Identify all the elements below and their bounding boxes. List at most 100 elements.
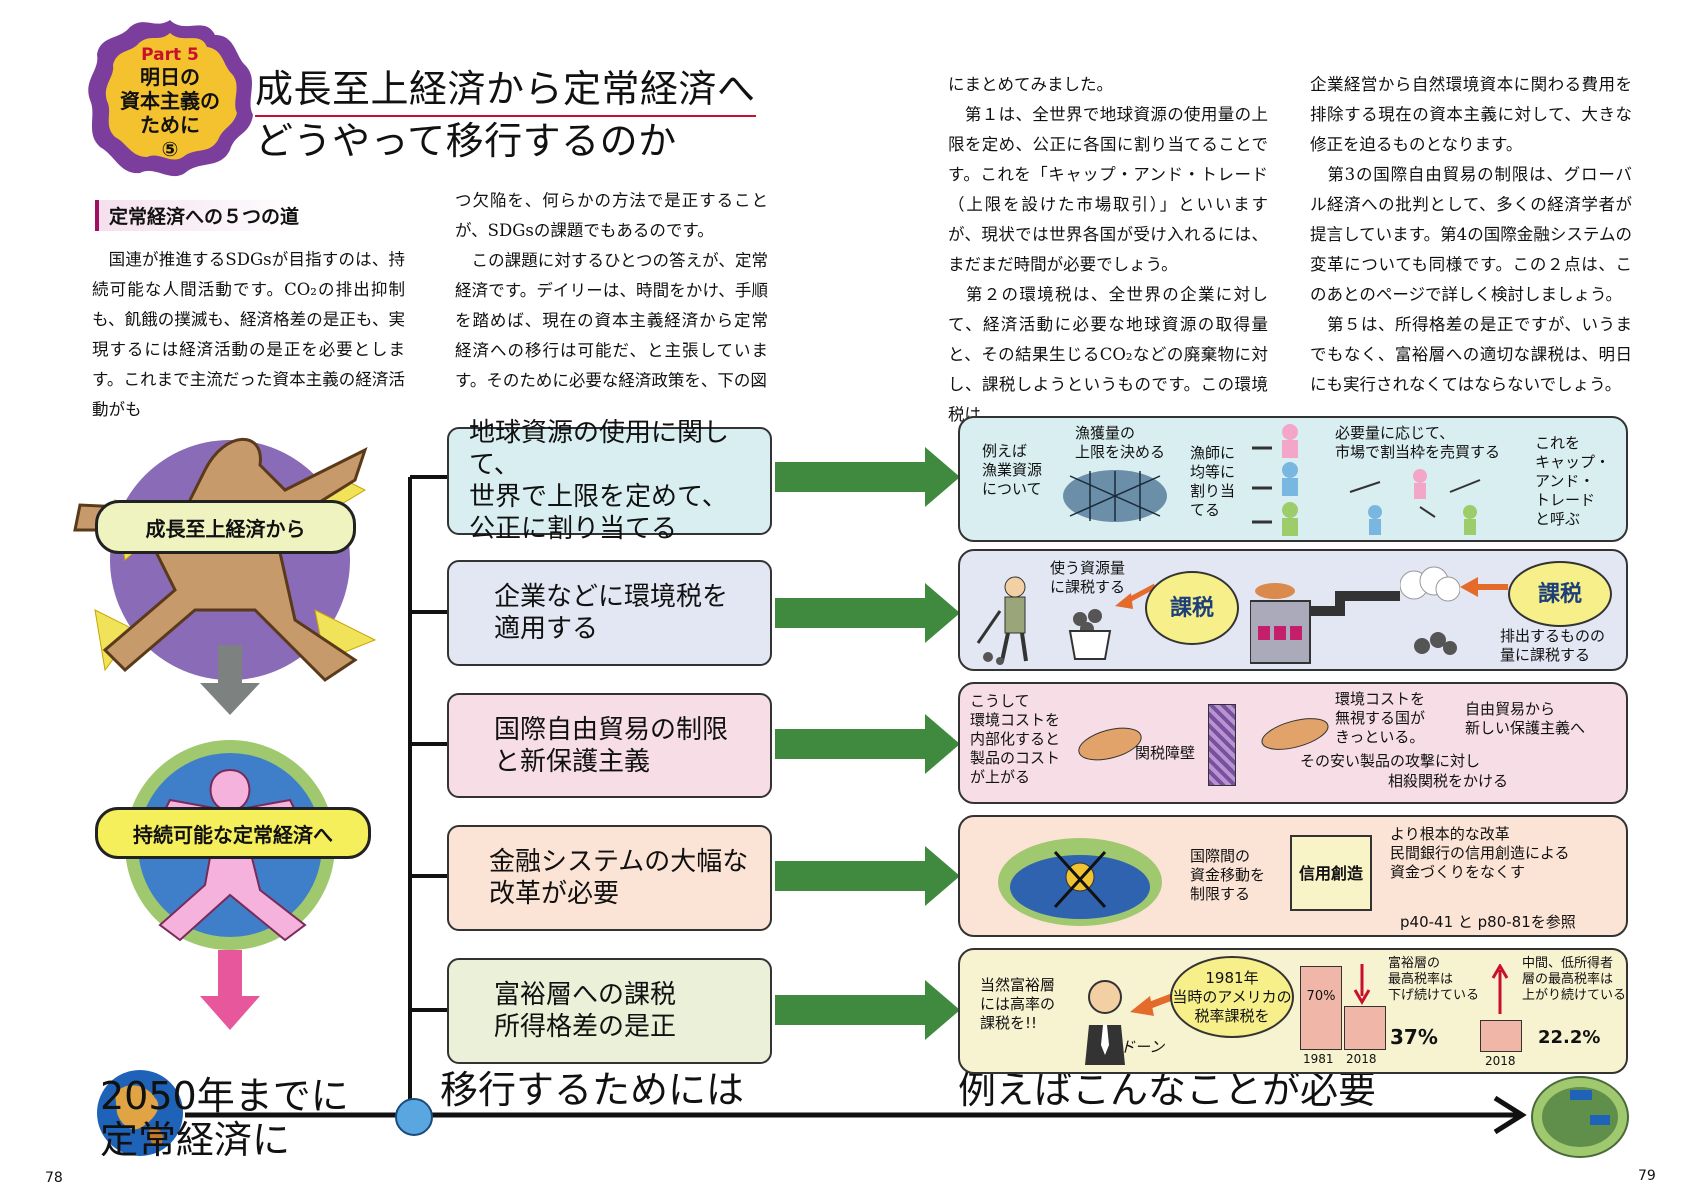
- measure-text-2: 企業などに環境税を 適用する: [494, 582, 729, 644]
- pct-2018: 37%: [1390, 1025, 1438, 1049]
- year-2018-a: 2018: [1346, 1052, 1377, 1066]
- title-line2: どうやって移行するのか: [255, 119, 677, 163]
- part-badge: Part 5 明日の 資本主義の ために ⑤: [85, 15, 255, 180]
- text-column-3: にまとめてみました。 第１は、全世界で地球資源の使用量の上限を定め、公正に各国に…: [948, 70, 1268, 430]
- factory-icon: [1249, 571, 1410, 666]
- illus1-a: 例えば 漁業資源 について: [982, 442, 1043, 498]
- tax-bubble-2: 課税: [1508, 561, 1612, 627]
- illus5-e: 中間、低所得者 層の最高税率は 上がり続けている: [1522, 956, 1627, 1003]
- bar-1981: 70%: [1300, 966, 1342, 1050]
- bucket-icon: [1065, 601, 1115, 661]
- credit-creation-box: 信用創造: [1290, 835, 1372, 911]
- earth-image: [95, 1068, 185, 1158]
- sustainable-label: 持続可能な定常経済へ: [95, 807, 371, 859]
- down-arrow-icon: [1352, 964, 1372, 1006]
- bar-low-2018: [1480, 1020, 1522, 1052]
- measure-box-2: 企業などに環境税を 適用する: [447, 560, 772, 666]
- tax-1981-bubble: 1981年 当時のアメリカの 税率課税を: [1170, 956, 1294, 1038]
- badge-line1: 明日の: [140, 65, 200, 89]
- illus1-d: 必要量に応じて、 市場で割当枠を売買する: [1335, 424, 1501, 461]
- example-box-env-tax: 使う資源量 に課税する 課税 課税 排出するものの 量に課税する: [958, 549, 1628, 671]
- paragraph: にまとめてみました。: [948, 75, 1113, 94]
- illus3-e: 相殺関税をかける: [1388, 772, 1509, 790]
- up-arrow-icon: [1490, 963, 1510, 1014]
- illus5-a: 当然富裕層 には高率の 課税を!!: [980, 976, 1056, 1032]
- sweet-potato-icon-2: [1255, 709, 1335, 754]
- pink-down-arrow: [200, 950, 260, 1030]
- growth-label-text: 成長至上経済から: [145, 516, 306, 541]
- bar-2018: [1344, 1006, 1386, 1050]
- bottom-label-right: 例えばこんなことが必要: [958, 1068, 1377, 1112]
- measure-box-5: 富裕層への課税 所得格差の是正: [447, 958, 772, 1064]
- example-box-finance: 国際間の 資金移動を 制限する 信用創造 より根本的な改革 民間銀行の信用創造に…: [958, 815, 1628, 937]
- section-heading: 定常経済への５つの道: [95, 200, 306, 231]
- green-arrows: [775, 0, 965, 1200]
- gray-down-arrow: [200, 645, 260, 715]
- paragraph: 国連が推進するSDGsが目指すのは、持続可能な人間活動です。CO₂の排出抑制も、…: [92, 250, 405, 419]
- badge-number: ⑤: [161, 137, 179, 161]
- bottom-label-mid: 移行するためには: [440, 1068, 745, 1112]
- timeline-node: [395, 1098, 433, 1136]
- measure-box-3: 国際自由貿易の制限 と新保護主義: [447, 693, 772, 798]
- illus4-a: 国際間の 資金移動を 制限する: [1190, 847, 1266, 903]
- year-2018-b: 2018: [1485, 1054, 1516, 1068]
- illus4-c: p40-41 と p80-81を参照: [1400, 913, 1576, 931]
- illus3-b: 関税障壁: [1135, 744, 1196, 762]
- illus3-a: こうして 環境コストを 内部化すると 製品のコスト が上がる: [970, 692, 1061, 786]
- tax-bubble-2-text: 課税: [1537, 581, 1582, 607]
- smoke-icon: [1399, 565, 1461, 605]
- badge-line2: 資本主義の: [120, 89, 220, 113]
- paragraph: 第２の環境税は、全世界の企業に対して、経済活動に必要な地球資源の取得量と、その結…: [948, 285, 1268, 424]
- text-column-4: 企業経営から自然環境資本に関わる費用を排除する現在の資本主義に対して、大きな修正…: [1310, 70, 1632, 400]
- illus5-b: 1981年 当時のアメリカの 税率課税を: [1172, 968, 1292, 1025]
- example-box-cap-and-trade: 例えば 漁業資源 について 漁獲量の 上限を決める 漁師に 均等に 割り当 てる…: [958, 416, 1628, 542]
- illus3-f: 自由貿易から 新しい保護主義へ: [1465, 700, 1586, 737]
- illus3-d: その安い製品の攻撃に対し: [1300, 752, 1481, 770]
- worker-icon: [970, 571, 1060, 667]
- pct-1981: 70%: [1306, 989, 1336, 1004]
- future-earth-image: [1530, 1075, 1630, 1160]
- badge-part: Part 5: [141, 45, 199, 65]
- credit-creation-label: 信用創造: [1298, 863, 1363, 883]
- pct-22: 22.2%: [1538, 1027, 1601, 1048]
- illus1-e: これを キャップ・ アンド・ トレード と呼ぶ: [1535, 434, 1611, 528]
- example-box-wealth-tax: 当然富裕層 には高率の 課税を!! ドーン 1981年 当時のアメリカの 税率課…: [958, 948, 1628, 1074]
- year-1981: 1981: [1303, 1052, 1334, 1066]
- illus1-b: 漁獲量の 上限を決める: [1075, 424, 1166, 461]
- illus5-c: ドーン: [1120, 1038, 1165, 1056]
- bottom-label-left: 2050年までに 定常経済に: [100, 1030, 400, 1162]
- illus3-c: 環境コストを 無視する国が きっといる。: [1335, 690, 1426, 746]
- bottom-label-left-text: 2050年までに 定常経済に: [100, 1074, 349, 1162]
- measure-text-4: 金融システムの大幅な 改革が必要: [489, 847, 749, 909]
- globe-money-icon: [995, 827, 1165, 927]
- paragraph: 第１は、全世界で地球資源の使用量の上限を定め、公正に各国に割り当てることです。こ…: [948, 105, 1268, 274]
- illus1-c: 漁師に 均等に 割り当 てる: [1190, 444, 1236, 519]
- paragraph: 第3の国際自由貿易の制限は、グローバル経済への批判として、多くの経済学者が提言し…: [1310, 165, 1632, 304]
- measure-text-1: 地球資源の使用に関して、 世界で上限を定めて、 公正に割り当てる: [469, 418, 730, 544]
- paragraph: 第５は、所得格差の是正ですが、いうまでもなく、富裕層への適切な課税は、明日にも実…: [1310, 315, 1632, 394]
- tariff-wall-icon: [1208, 704, 1236, 786]
- paragraph: 企業経営から自然環境資本に関わる費用を排除する現在の資本主義に対して、大きな修正…: [1310, 75, 1632, 154]
- page-number-left: 78: [45, 1170, 63, 1186]
- tax-arrow-2-icon: [1460, 575, 1508, 599]
- text-column-1: 国連が推進するSDGsが目指すのは、持続可能な人間活動です。CO₂の排出抑制も、…: [92, 245, 405, 425]
- market-icon: [1340, 462, 1500, 540]
- measure-box-1: 地球資源の使用に関して、 世界で上限を定めて、 公正に割り当てる: [447, 418, 772, 544]
- growth-label: 成長至上経済から: [95, 500, 356, 554]
- title-line1: 成長至上経済から定常経済へ: [255, 65, 756, 117]
- illus2-a: 使う資源量 に課税する: [1050, 559, 1126, 596]
- page-number-right: 79: [1638, 1168, 1656, 1184]
- illus4-b: より根本的な改革 民間銀行の信用創造による 資金づくりをなくす: [1390, 825, 1570, 881]
- text-column-2: つ欠陥を、何らかの方法で是正することが、SDGsの課題でもあるのです。 この課題…: [455, 186, 768, 396]
- sweet-potato-icon-1: [1075, 719, 1145, 764]
- tax-bubble-1-text: 課税: [1169, 595, 1214, 621]
- measure-text-5: 富裕層への課税 所得格差の是正: [494, 980, 677, 1042]
- page-title: 成長至上経済から定常経済へ どうやって移行するのか: [255, 65, 756, 165]
- paragraph: つ欠陥を、何らかの方法で是正することが、SDGsの課題でもあるのです。: [455, 191, 768, 240]
- example-box-protectionism: こうして 環境コストを 内部化すると 製品のコスト が上がる 関税障壁 環境コス…: [958, 682, 1628, 804]
- paragraph: この課題に対するひとつの答えが、定常経済です。デイリーは、時間をかけ、手順を踏め…: [455, 251, 768, 390]
- tax-bubble-1: 課税: [1145, 571, 1239, 645]
- measure-text-3: 国際自由貿易の制限 と新保護主義: [494, 714, 729, 777]
- badge-line3: ために: [140, 113, 200, 137]
- fishing-net-icon: [1060, 466, 1170, 524]
